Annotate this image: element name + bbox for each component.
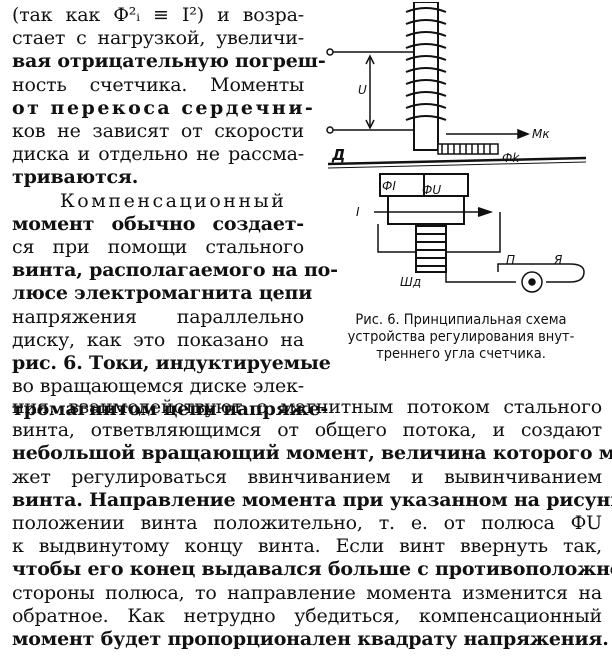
- text-line: вая отрицательную погреш-: [12, 50, 326, 73]
- text-line: рис. 6. Токи, индуктируемые: [12, 352, 331, 375]
- text-line: чтобы его конец выдавался больше с проти…: [12, 558, 612, 581]
- text-line: Компенсационный: [60, 189, 287, 212]
- label-i: I: [356, 205, 360, 219]
- text-line: ков не зависят от скорости: [12, 120, 304, 143]
- label-d: Д: [331, 146, 345, 164]
- text-line: напряжения параллельно: [12, 305, 304, 328]
- text-line: стает с нагрузкой, увеличи-: [12, 27, 304, 50]
- text-line: диска и отдельно не рассма-: [12, 143, 304, 166]
- label-fi: ФI: [382, 179, 396, 193]
- label-fu: ФU: [422, 183, 441, 197]
- text-line: триваются.: [12, 166, 139, 189]
- text-line: положении винта положительно, т. е. от п…: [12, 512, 602, 535]
- text-line: диску, как это показано на: [12, 328, 304, 351]
- text-line: момент обычно создает-: [12, 212, 304, 235]
- circuit-diagram: U Mк Фk Д: [326, 1, 587, 293]
- label-ya: Я: [553, 253, 563, 267]
- text-line: (так как Ф²ᵢ ≡ I²) и возра-: [12, 4, 304, 26]
- figure-caption: Рис. 6. Принципиальная схема устройства …: [318, 312, 604, 363]
- torque-arrow: [446, 128, 531, 140]
- label-p: П: [506, 253, 515, 267]
- text-line: стороны полюса, то направление момента и…: [12, 581, 602, 604]
- caption-line: треннего угла счетчика.: [376, 346, 546, 362]
- caption-line: устройства регулирования внут-: [347, 329, 575, 345]
- text-line: небольшой вращающий момент, величина кот…: [12, 442, 612, 465]
- meter-disk: [327, 156, 587, 169]
- text-line: от перекоса сердечни-: [12, 96, 316, 119]
- text-line: обратное. Как нетрудно убедиться, компен…: [12, 604, 602, 627]
- voltage-coil: [405, 1, 447, 151]
- label-fk: Фk: [502, 151, 520, 165]
- text-line: винта, располагаемого на по-: [12, 259, 338, 282]
- text-line: ность счетчика. Моменты: [12, 73, 304, 96]
- label-mk: Mк: [532, 127, 550, 141]
- label-shd: Шд: [400, 275, 421, 289]
- figure-6-diagram: U Mк Фk Д: [318, 1, 604, 302]
- compensating-screw: [437, 143, 499, 155]
- text-line: винта, ответвляющимся от общего потока, …: [12, 419, 602, 442]
- text-line: момент будет пропорционален квадрату нап…: [12, 628, 609, 651]
- text-line: винта. Направление момента при указанном…: [12, 488, 612, 511]
- shunt-winding: [377, 212, 501, 273]
- text-line: во вращающемся диске элек-: [12, 375, 304, 398]
- text-line: к выдвинутому концу винта. Если винт вве…: [12, 535, 602, 558]
- text-line: люсе электромагнита цепи: [12, 282, 313, 305]
- caption-line: Рис. 6. Принципиальная схема: [355, 312, 567, 328]
- text-line: ся при помощи стального: [12, 236, 304, 259]
- adjustment-circuit: [445, 263, 585, 293]
- voltage-leads: [326, 48, 414, 134]
- text-line: жет регулироваться ввинчиванием и вывинч…: [12, 465, 602, 488]
- text-line: ния, взаимодействуют с магнитным потоком…: [12, 396, 602, 418]
- text-column-full: ния, взаимодействуют с магнитным потоком…: [12, 396, 612, 651]
- text-column-left: (так как Ф²ᵢ ≡ I²) и возра- стает с нагр…: [12, 4, 338, 422]
- label-u: U: [358, 83, 367, 97]
- current-magnet-core: [374, 173, 494, 225]
- text-line: тромагнитом цепи напряже-: [12, 398, 329, 421]
